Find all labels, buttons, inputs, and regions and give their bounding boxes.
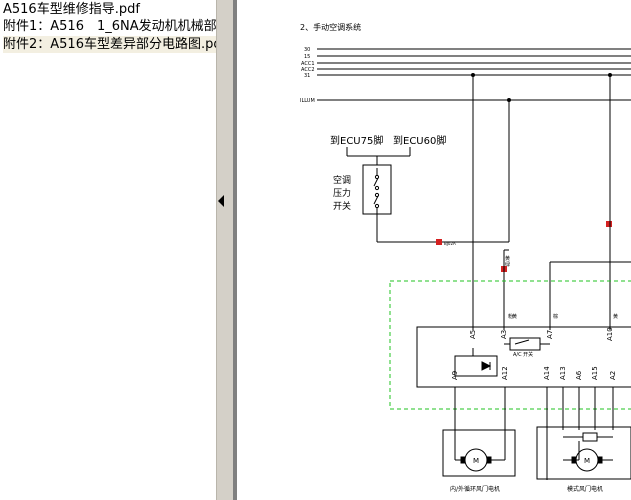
bus-label-31: 31: [304, 73, 310, 79]
wire-label-2: 绿: [505, 261, 510, 268]
ecu-pin-60-label: 到ECU60脚: [393, 134, 446, 147]
pin-a9: A9: [451, 371, 459, 380]
pressure-switch-label-2: 压力: [333, 187, 351, 199]
connector-label: BJ02A: [444, 241, 456, 246]
ac-switch: [509, 337, 541, 351]
file-item-circuit-diagram[interactable]: 附件2：A516车型差异部分电路图.pdf: [3, 36, 216, 53]
bus-label-30: 30: [304, 47, 310, 53]
pin-a7: A7: [546, 330, 554, 339]
wire-label-1: 黄: [505, 255, 510, 262]
pin-a5: A5: [469, 330, 477, 339]
pin-a15: A15: [591, 366, 599, 380]
motor-right-m: M: [584, 457, 590, 465]
file-item-maintenance-guide[interactable]: A516车型维修指导.pdf: [3, 2, 140, 17]
file-item-engine-mechanical[interactable]: 附件1：A516 1_6NA发动机机械部分.p: [3, 19, 216, 34]
wire-label-4: 黄: [512, 313, 517, 320]
pressure-switch-label-1: 空调: [333, 174, 351, 186]
pin-a3: A3: [500, 330, 508, 339]
pin-a13: A13: [559, 366, 567, 380]
file-list-pane: A516车型维修指导.pdf 附件1：A516 1_6NA发动机机械部分.p 附…: [0, 0, 216, 500]
recirculation-motor-box: [442, 429, 516, 477]
ac-control-module: [416, 326, 631, 388]
bus-label-15: 15: [304, 54, 310, 60]
motor-left-caption: 内/外循环风门电机: [450, 485, 500, 493]
mode-motor-box: [536, 426, 631, 480]
illum-label: ILLUM: [300, 98, 315, 104]
pane-splitter[interactable]: [216, 0, 234, 500]
section-title: 2、手动空调系统: [300, 22, 361, 32]
wire-label-5: 棕: [553, 313, 558, 320]
pin-a12: A12: [501, 366, 509, 380]
ecu-pin-75-label: 到ECU75脚: [330, 134, 383, 147]
wire-label-6: 黄: [613, 313, 618, 320]
pressure-switch-label-3: 开关: [333, 200, 351, 212]
motor-left-m: M: [473, 457, 479, 465]
bus-label-acc1: ACC1: [301, 61, 315, 67]
pin-a2: A2: [609, 371, 617, 380]
viewer-border: [234, 0, 237, 500]
pin-a14: A14: [543, 366, 551, 380]
ac-switch-label: A/C 开关: [513, 351, 533, 358]
collapse-left-icon[interactable]: [218, 195, 224, 207]
bus-label-acc2: ACC2: [301, 67, 315, 73]
wire-label-3: 粉: [508, 313, 513, 320]
pin-a10: A10: [606, 327, 614, 341]
connector-marker: [436, 239, 442, 245]
pin-a6: A6: [575, 370, 583, 380]
circuit-diagram: 2、手动空调系统 30 15 ACC1 ACC2 31 ILLUM 到ECU75…: [300, 22, 631, 493]
pdf-page-view[interactable]: 2、手动空调系统 30 15 ACC1 ACC2 31 ILLUM 到ECU75…: [237, 0, 631, 500]
control-panel-boundary: [389, 280, 631, 410]
motor-right-caption: 模式风门电机: [567, 485, 603, 493]
